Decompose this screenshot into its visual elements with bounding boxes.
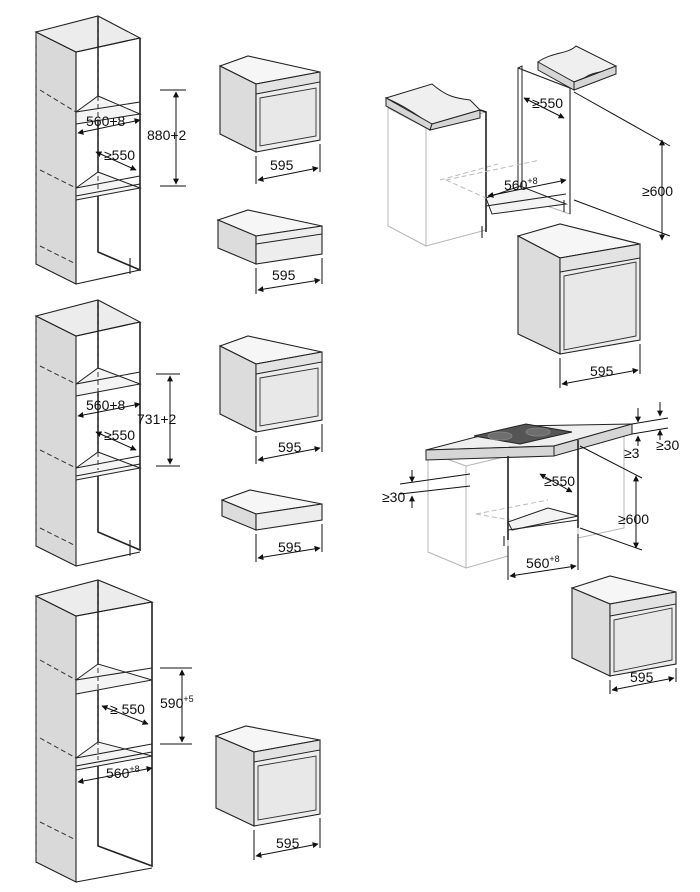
drawer-2-width-label: 595 xyxy=(278,539,302,555)
oven-4: 595 xyxy=(516,223,641,388)
hob-unit-width-label: 560+8 xyxy=(526,554,560,571)
tall-unit-1-height-label: 880+2 xyxy=(147,127,187,143)
base-unit-width-base: 560 xyxy=(504,177,528,193)
hob-unit-height-label: ≥600 xyxy=(618,511,649,527)
oven-2: 595 xyxy=(218,335,323,464)
tall-unit-1-side-panel xyxy=(35,31,77,285)
base-unit-depth-label: ≥550 xyxy=(532,95,563,111)
tall-unit-2-width-base: 560 xyxy=(86,397,110,413)
tall-unit-3-width-tol: +8 xyxy=(129,764,139,774)
tall-unit-1-width-tol: +8 xyxy=(109,113,125,129)
base-unit: ≥550 560+8 ≥600 xyxy=(384,45,673,247)
tall-unit-3-height-base: 590 xyxy=(160,695,184,711)
hob-unit: ≥550 ≥600 560+8 ≥30 ≥3 ≥30 xyxy=(382,402,679,580)
hob-unit-width-base: 560 xyxy=(526,555,550,571)
oven-3: 595 xyxy=(214,725,321,860)
tall-unit-3-width-label: 560+8 xyxy=(106,764,140,781)
tall-unit-1: 880+2 560+8 ≥550 xyxy=(34,15,187,285)
drawer-2: 595 xyxy=(220,489,323,562)
tall-unit-2-depth-label: ≥550 xyxy=(104,427,135,443)
base-unit-width-tol: +8 xyxy=(527,176,537,186)
hob-unit-gap-label: ≥3 xyxy=(624,445,640,461)
tall-unit-3: 590+5 ≥ 550 560+8 xyxy=(34,579,194,883)
tall-unit-1-depth-label: ≥550 xyxy=(104,147,135,163)
oven-1: 595 xyxy=(218,55,321,184)
tall-unit-2-height-label: 731+2 xyxy=(137,411,177,427)
oven-5: 595 xyxy=(570,575,677,694)
tall-unit-1-width-base: 560 xyxy=(86,113,110,129)
base-unit-height-label: ≥600 xyxy=(642,183,673,199)
drawer-1-width-label: 595 xyxy=(272,267,296,283)
hob-unit-left-clearance-label: ≥30 xyxy=(382,489,405,505)
tall-unit-2-width-label: 560+8 xyxy=(86,397,126,413)
hob-unit-top-clearance-label: ≥30 xyxy=(656,437,679,453)
tall-unit-1-width-label: 560+8 xyxy=(86,113,126,129)
drawer-1: 595 xyxy=(216,209,323,294)
oven-1-width-label: 595 xyxy=(270,157,294,173)
oven-4-width-label: 595 xyxy=(590,363,614,379)
tall-unit-3-width-base: 560 xyxy=(106,765,130,781)
tall-unit-2: 731+2 560+8 ≥550 xyxy=(34,299,180,567)
hob-unit-depth-label: ≥550 xyxy=(544,473,575,489)
base-unit-width-label: 560+8 xyxy=(504,176,538,193)
tall-unit-3-height-label: 590+5 xyxy=(160,694,194,711)
tall-unit-2-width-tol: +8 xyxy=(109,397,125,413)
oven-3-width-label: 595 xyxy=(276,835,300,851)
tall-unit-3-depth-label: ≥ 550 xyxy=(110,701,145,717)
oven-2-width-label: 595 xyxy=(278,439,302,455)
tall-unit-3-height-tol: +5 xyxy=(183,694,193,704)
oven-5-width-label: 595 xyxy=(630,669,654,685)
hob-unit-width-tol: +8 xyxy=(549,554,559,564)
